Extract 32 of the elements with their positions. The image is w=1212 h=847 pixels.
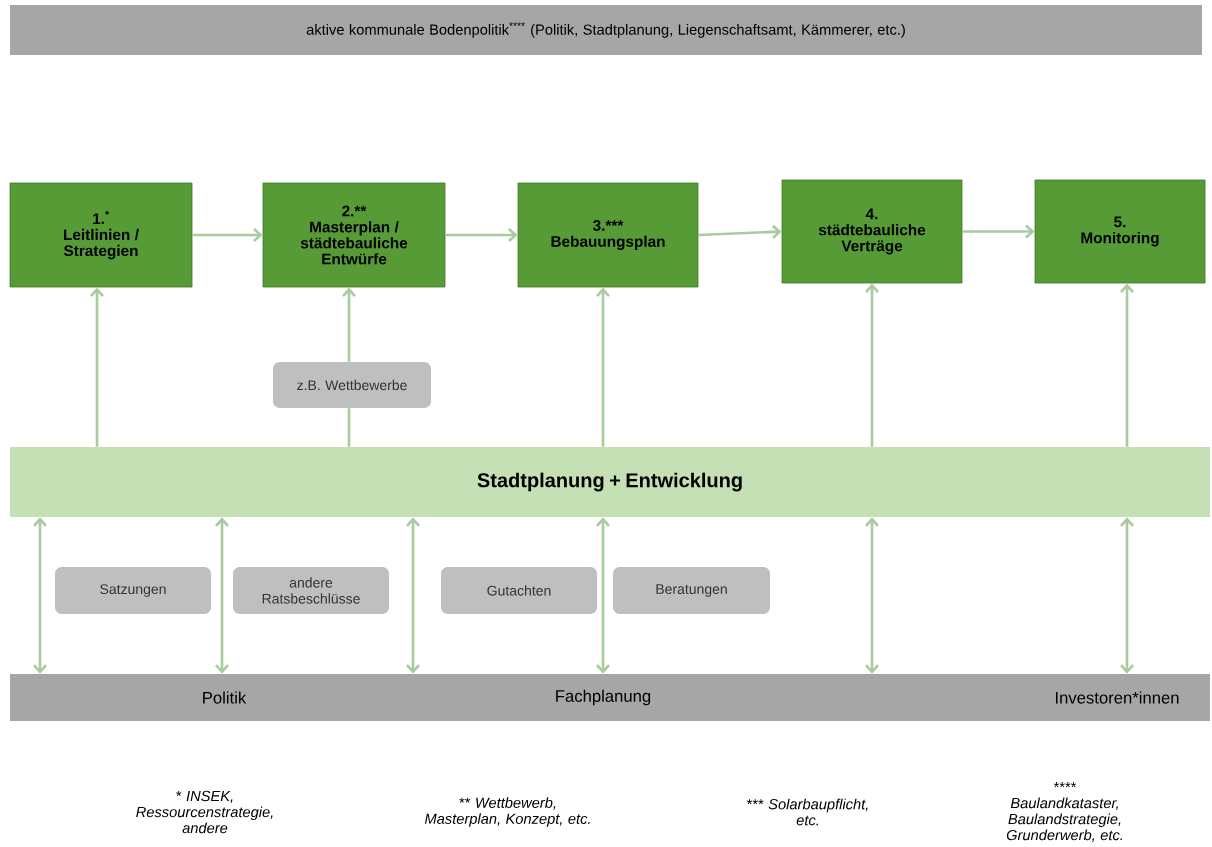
footnote: ** Wettbewerb, Masterplan, Konzept, etc. xyxy=(424,797,590,827)
note-box: andere Ratsbeschlüsse xyxy=(233,567,389,614)
heading-band: aktive kommunale Bodenpolitik$^{****}$ (Politik, Stadtplanung, Liegenschaftsamt, Kämmerer, etc.) xyxy=(10,5,1202,55)
arrow xyxy=(90,287,104,447)
note-box: z.B. Wettbewerbe xyxy=(273,362,431,408)
footnote: *** Solarbaupflicht, etc. xyxy=(746,798,868,826)
process-box: 3.*** Bebauungsplan xyxy=(517,182,699,288)
process-box: 4. städtebauliche Verträge xyxy=(781,179,963,284)
arrow xyxy=(865,517,879,674)
arrow xyxy=(865,283,879,447)
arrow xyxy=(596,287,610,447)
note-box: Beratungen xyxy=(613,567,770,614)
arrow xyxy=(596,517,610,674)
arrow xyxy=(406,517,420,674)
process-box: 5. Monitoring xyxy=(1034,179,1206,284)
note-box: Satzungen xyxy=(55,567,211,614)
arrow xyxy=(215,517,229,674)
footnote: **** Baulandkataster, Baulandstrategie, Grunderwerb, etc. xyxy=(1006,782,1123,842)
arrow xyxy=(192,228,263,242)
process-box: 1.$^{*}$ Leitlinien / Strategien xyxy=(9,182,193,288)
actor-band: Politik Fachplanung Investoren*innen xyxy=(10,674,1210,721)
arrow xyxy=(1120,283,1134,447)
arrow xyxy=(445,228,518,242)
arrow xyxy=(33,517,47,674)
arrow xyxy=(1120,517,1134,674)
footnote: *INSEK, Ressourcenstrategie, andere xyxy=(136,790,273,834)
note-box: Gutachten xyxy=(441,567,597,614)
arrow xyxy=(962,224,1035,239)
arrow xyxy=(342,287,356,362)
process-box: 2.** Masterplan / städtebauliche Entwürfe xyxy=(262,182,446,288)
planning-band: Stadtplanung + Entwicklung xyxy=(10,447,1210,517)
arrow xyxy=(698,224,782,239)
